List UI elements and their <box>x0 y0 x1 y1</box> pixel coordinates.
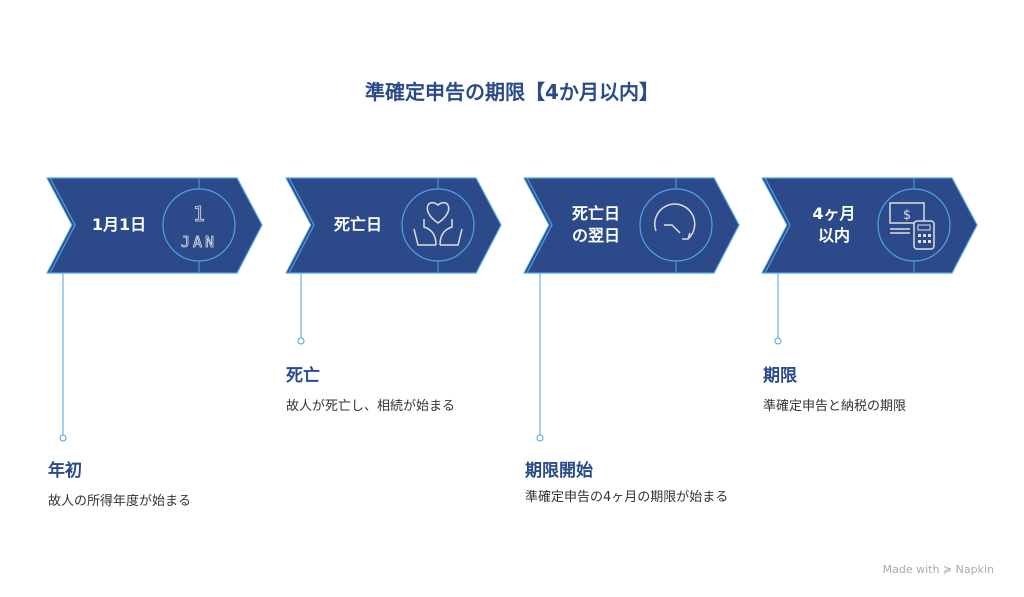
heart-hands-icon <box>413 202 463 246</box>
step-2-desc: 故人が死亡し、相続が始まる <box>286 399 456 414</box>
step-1-label: 1月1日 <box>91 215 147 234</box>
step-2-heading: 死亡 <box>286 366 320 386</box>
step-4-label: 4ヶ月以内 <box>812 204 856 245</box>
step-1-heading: 年初 <box>48 461 82 481</box>
step-2-label: 死亡日 <box>333 215 382 234</box>
clock-arrow-icon <box>653 203 696 240</box>
svg-text:JAN: JAN <box>181 233 217 251</box>
money-calculator-icon: $ <box>889 202 935 250</box>
step-3-heading: 期限開始 <box>525 461 593 481</box>
step-4-chevron: $ <box>761 177 978 345</box>
step-1-dot <box>59 434 67 442</box>
step-3-desc: 準確定申告の4ヶ月の期限が始まる <box>525 490 729 505</box>
step-4-desc: 準確定申告と納税の期限 <box>763 399 907 414</box>
footer-credit: Made with ≽ Napkin <box>882 563 994 576</box>
step-3-chevron <box>523 177 740 442</box>
step-3-dot <box>536 434 544 442</box>
step-4-heading: 期限 <box>763 366 797 386</box>
svg-text:1: 1 <box>193 202 205 226</box>
step-2-dot <box>297 337 305 345</box>
step-4-dot <box>774 337 782 345</box>
label-line: 死亡日 <box>571 204 620 223</box>
svg-text:$: $ <box>903 208 911 223</box>
page-title: 準確定申告の期限【4か月以内】 <box>365 80 659 104</box>
step-3-label: 死亡日の翌日 <box>551 203 641 247</box>
step-1-desc: 故人の所得年度が始まる <box>48 494 192 509</box>
label-line: の翌日 <box>571 226 620 245</box>
step-2-chevron <box>285 177 502 345</box>
